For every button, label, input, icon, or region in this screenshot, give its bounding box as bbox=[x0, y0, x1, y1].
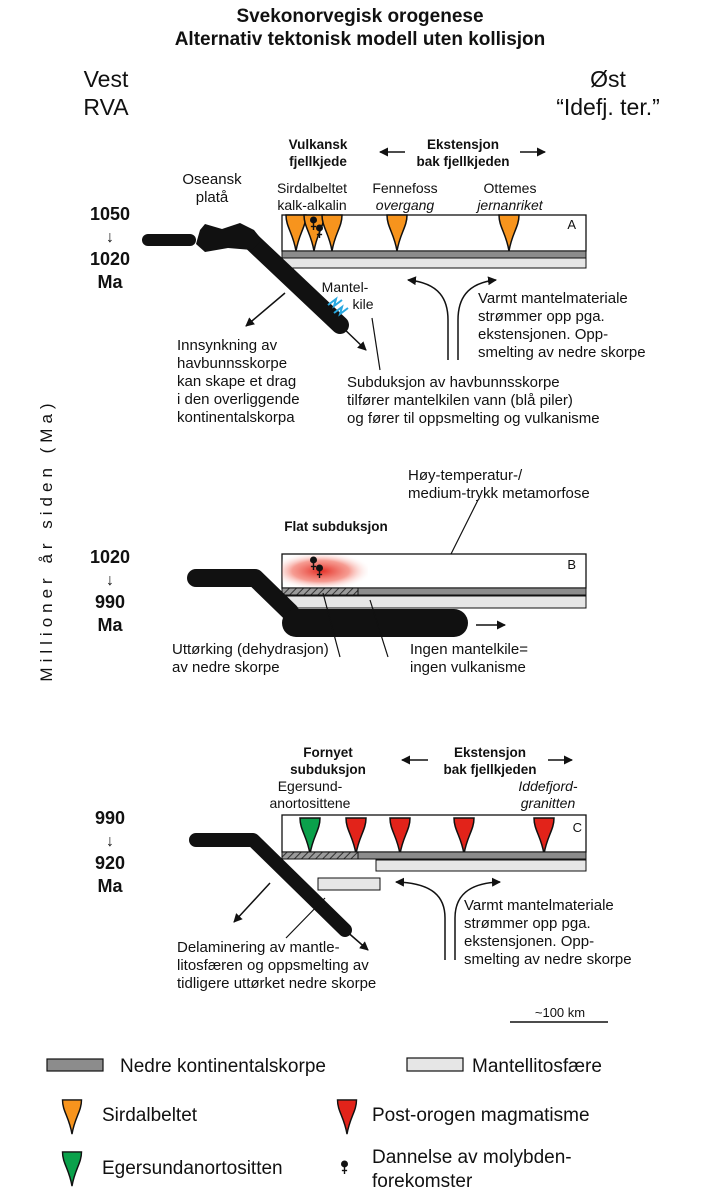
panel-a-mantle-lithosphere bbox=[281, 257, 587, 269]
diagram-title: Svekonorvegisk orogenese bbox=[236, 6, 483, 27]
delaminated-lithosphere bbox=[317, 877, 381, 891]
west-region-label: RVA bbox=[83, 94, 129, 120]
panel-a-time-end: 1020 bbox=[90, 249, 130, 269]
subduction-arrow-c bbox=[344, 929, 369, 951]
volcanic-chain-label: Vulkansk bbox=[289, 137, 348, 152]
renewed-subduction-label: Fornyet bbox=[303, 745, 353, 760]
fennefoss-label-2: overgang bbox=[376, 197, 435, 213]
panel-c-lower-crust bbox=[357, 851, 587, 860]
legend-mantle-label: Mantellitosfære bbox=[472, 1056, 602, 1077]
legend-molybdenum-icon bbox=[340, 1160, 349, 1174]
delamination-pointer bbox=[285, 897, 326, 939]
panel-c-letter: C bbox=[573, 820, 582, 835]
sinking-note: Innsynkning av havbunnsskorpe kan skape … bbox=[177, 337, 304, 426]
east-region-label: “Idefj. ter.” bbox=[556, 94, 660, 120]
panel-b-time-end: 990 bbox=[95, 592, 125, 612]
legend-red-drop-icon bbox=[336, 1099, 358, 1135]
panel-a-letter: A bbox=[567, 217, 576, 232]
flat-subduction-label: Flat subduksjon bbox=[284, 519, 388, 534]
ottemes-label-2: jernanriket bbox=[475, 197, 543, 213]
panel-a-time-arrow: ↓ bbox=[106, 229, 114, 246]
mantle-wedge-pointer bbox=[371, 317, 381, 371]
legend-sirdal-label: Sirdalbeltet bbox=[102, 1105, 198, 1126]
fennefoss-label: Fennefoss bbox=[372, 180, 437, 196]
panel-c-oceanic-slab bbox=[189, 833, 352, 937]
diagram-subtitle: Alternativ tektonisk modell uten kollisj… bbox=[175, 29, 546, 50]
oceanic-plateau-label-2: platå bbox=[196, 189, 229, 206]
metamorphism-note: Høy-temperatur-/ medium-trykk metamorfos… bbox=[408, 467, 590, 502]
iddefjord-label: Iddefjord- bbox=[518, 778, 577, 794]
panel-b-mantle-lithosphere bbox=[281, 595, 587, 609]
iddefjord-label-2: granitten bbox=[521, 795, 576, 811]
legend: Nedre kontinentalskorpe Mantellitosfære … bbox=[46, 1056, 602, 1192]
panel-c-time-arrow: ↓ bbox=[106, 833, 114, 850]
panel-c-mantle-lithosphere bbox=[375, 859, 587, 872]
dehydration-pointer bbox=[322, 592, 341, 658]
water-arrow bbox=[327, 296, 343, 309]
warm-mantle-note-c: Varmt mantelmateriale strømmer opp pga. … bbox=[464, 897, 632, 968]
legend-post-orogen-label: Post-orogen magmatisme bbox=[372, 1105, 590, 1126]
warm-mantle-note: Varmt mantelmateriale strømmer opp pga. … bbox=[478, 290, 646, 361]
legend-lower-crust-swatch bbox=[46, 1058, 104, 1072]
panel-c-time-end: 920 bbox=[95, 853, 125, 873]
heat-zone bbox=[282, 555, 368, 587]
panel-a-lower-crust bbox=[281, 250, 587, 259]
panel-b-time-start: 1020 bbox=[90, 547, 130, 567]
panel-c-time-start: 990 bbox=[95, 808, 125, 828]
extension-label-2: bak fjellkjeden bbox=[416, 154, 509, 169]
volcanic-chain-label-2: fjellkjede bbox=[289, 154, 347, 169]
ottemes-label: Ottemes bbox=[484, 180, 537, 196]
subduction-note: Subduksjon av havbunnsskorpe tilfører ma… bbox=[347, 374, 600, 427]
east-label: Øst bbox=[590, 66, 626, 92]
dehydrated-lower-crust bbox=[281, 851, 359, 860]
legend-molybdenum-label: Dannelse av molybden- forekomster bbox=[372, 1147, 577, 1192]
no-wedge-note: Ingen mantelkile= ingen vulkanisme bbox=[410, 641, 532, 676]
panel-a-time-start: 1050 bbox=[90, 204, 130, 224]
panel-a: 1050 ↓ 1020 Ma A Oseansk platå Vulkansk … bbox=[90, 137, 646, 427]
panel-a-time-unit: Ma bbox=[97, 272, 123, 292]
delamination-note: Delaminering av mantle- litosfæren og op… bbox=[177, 939, 376, 992]
dehydration-note: Uttørking (dehydrasjon) av nedre skorpe bbox=[172, 641, 333, 676]
sirdal-label: Sirdalbeltet bbox=[277, 180, 347, 196]
dehydrated-lower-crust bbox=[281, 587, 359, 596]
mantle-wedge-label-2: kile bbox=[352, 296, 373, 312]
panel-b-lower-crust bbox=[357, 587, 587, 596]
sirdal-label-2: kalk-alkalin bbox=[277, 197, 346, 213]
legend-orange-drop-icon bbox=[61, 1099, 83, 1135]
renewed-subduction-label-2: subduksjon bbox=[290, 762, 366, 777]
west-label: Vest bbox=[84, 66, 129, 92]
mantle-wedge-label: Mantel- bbox=[322, 279, 369, 295]
oceanic-plateau-label: Oseansk bbox=[182, 171, 242, 188]
no-wedge-pointer bbox=[369, 599, 389, 658]
water-arrow bbox=[333, 304, 349, 317]
sinking-arrow bbox=[245, 292, 286, 327]
egersund-label-2: anortosittene bbox=[270, 795, 351, 811]
panel-b: 1020 ↓ 990 Ma Flat subduksjon Høy-temper… bbox=[90, 467, 590, 676]
upwelling-arrow bbox=[395, 877, 446, 960]
upwelling-arrow bbox=[457, 276, 497, 360]
scale-bar-label: ~100 km bbox=[535, 1005, 585, 1020]
extension-label-c-2: bak fjellkjeden bbox=[443, 762, 536, 777]
panel-c: 990 ↓ 920 Ma Fornyet subduksjon Ekstensj… bbox=[95, 745, 632, 992]
upwelling-arrow bbox=[454, 877, 501, 960]
extension-label: Ekstensjon bbox=[427, 137, 499, 152]
panel-c-time-unit: Ma bbox=[97, 876, 123, 896]
subduction-arrow bbox=[339, 324, 367, 351]
legend-green-drop-icon bbox=[61, 1151, 83, 1187]
extension-label-c: Ekstensjon bbox=[454, 745, 526, 760]
legend-mantle-swatch bbox=[406, 1057, 464, 1072]
panel-b-letter: B bbox=[567, 557, 576, 572]
sinking-arrow-c bbox=[233, 882, 271, 923]
panel-b-time-unit: Ma bbox=[97, 615, 123, 635]
vertical-axis-label: Millioner år siden (Ma) bbox=[37, 398, 56, 681]
legend-lower-crust-label: Nedre kontinentalskorpe bbox=[120, 1056, 326, 1077]
egersund-label: Egersund- bbox=[278, 778, 343, 794]
panel-a-oceanic-slab bbox=[142, 223, 349, 334]
legend-egersund-label: Egersundanortositten bbox=[102, 1158, 283, 1179]
upwelling-arrow bbox=[407, 276, 449, 360]
panel-b-time-arrow: ↓ bbox=[106, 572, 114, 589]
